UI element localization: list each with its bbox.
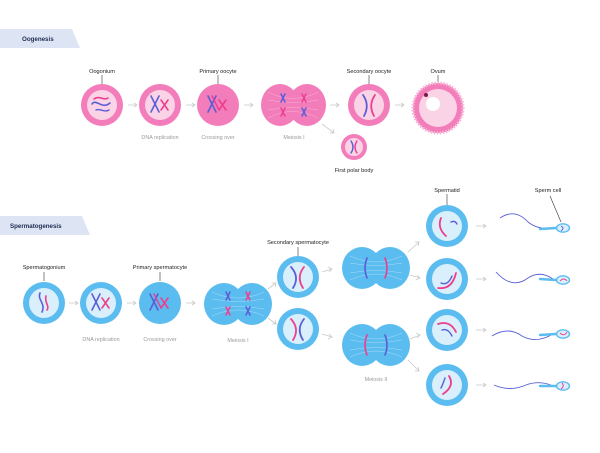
arrow-icon <box>321 333 333 340</box>
secondary-spermatocyte-cell <box>277 247 319 298</box>
spermatogenesis-meiosis-ii-cell <box>342 247 410 289</box>
arrow-icon <box>330 102 340 108</box>
oogenesis-meiosis-i-cell <box>261 84 326 126</box>
primary-spermatocyte-label: Primary spermatocyte <box>133 265 187 271</box>
arrow-icon <box>267 282 277 290</box>
primary-oocyte-cell <box>197 75 239 126</box>
spermatogenesis-header-band <box>0 216 90 235</box>
primary-oocyte-label: Primary oocyte <box>199 69 236 75</box>
arrow-icon <box>476 276 487 282</box>
oogonium-label: Oogonium <box>89 69 115 75</box>
secondary-oocyte-cell <box>348 75 390 126</box>
oogenesis-crossing-over-label: Crossing over <box>201 135 234 141</box>
arrow-icon <box>127 300 137 306</box>
spermatogenesis-section: Spermatogenesis Spermatogonium DNA repli… <box>0 188 571 406</box>
sperm-cell <box>495 271 571 285</box>
secondary-oocyte-label: Secondary oocyte <box>347 69 392 75</box>
spermatogenesis-meiosis-ii-cell <box>342 324 410 366</box>
spermatogenesis-meiosis-ii-label: Meiosis II <box>365 377 388 383</box>
sperm-cell <box>499 195 571 233</box>
spermatid-label: Spermatid <box>434 188 460 194</box>
arrow-icon <box>409 274 421 281</box>
arrow-icon <box>69 300 79 306</box>
oogenesis-dna-replication-label: DNA replication <box>141 135 178 141</box>
ovum-label: Ovum <box>431 69 446 75</box>
oogenesis-dna-replication-cell <box>139 84 181 126</box>
spermatogonium-cell <box>23 272 65 324</box>
spermatogonium-label: Spermatogonium <box>23 265 66 271</box>
first-polar-body-label: First polar body <box>335 168 374 174</box>
spermatogenesis-header: Spermatogenesis <box>10 223 62 230</box>
sperm-cell-label: Sperm cell <box>535 188 561 194</box>
arrow-icon <box>321 123 335 134</box>
arrow-icon <box>476 223 487 229</box>
primary-spermatocyte-cell <box>139 272 181 324</box>
spermatid-cell <box>426 194 468 247</box>
ovum-cell <box>411 75 465 135</box>
secondary-spermatocyte-cell <box>277 308 319 350</box>
sperm-cell <box>491 329 571 340</box>
oogenesis-meiosis-i-label: Meiosis I <box>283 135 304 141</box>
spermatogenesis-dna-replication-cell <box>80 282 122 324</box>
spermatid-cell <box>426 309 468 351</box>
oogonium-cell <box>81 75 123 126</box>
spermatogenesis-crossing-over-label: Crossing over <box>143 337 176 343</box>
spermatid-cell <box>426 364 468 406</box>
oogenesis-header-band <box>0 29 80 48</box>
arrow-icon <box>267 317 277 325</box>
spermatogenesis-dna-replication-label: DNA replication <box>82 337 119 343</box>
spermatid-cell <box>426 258 468 300</box>
arrow-icon <box>395 102 405 108</box>
arrow-icon <box>186 300 196 306</box>
arrow-icon <box>186 102 196 108</box>
arrow-icon <box>476 382 487 388</box>
arrow-icon <box>407 359 420 372</box>
arrow-icon <box>409 332 421 340</box>
sperm-cell <box>493 381 571 391</box>
oogenesis-section: Oogenesis Oogonium DNA replication <box>0 29 465 174</box>
spermatogenesis-meiosis-i-label: Meiosis I <box>227 338 248 344</box>
arrow-icon <box>128 102 138 108</box>
arrow-icon <box>321 266 333 273</box>
oogenesis-header: Oogenesis <box>22 36 54 43</box>
arrow-icon <box>476 327 487 333</box>
first-polar-body-cell <box>341 134 367 160</box>
arrow-icon <box>407 241 420 253</box>
spermatogenesis-meiosis-i-cell <box>204 283 272 325</box>
arrow-icon <box>244 102 254 108</box>
secondary-spermatocyte-label: Secondary spermatocyte <box>267 240 329 246</box>
